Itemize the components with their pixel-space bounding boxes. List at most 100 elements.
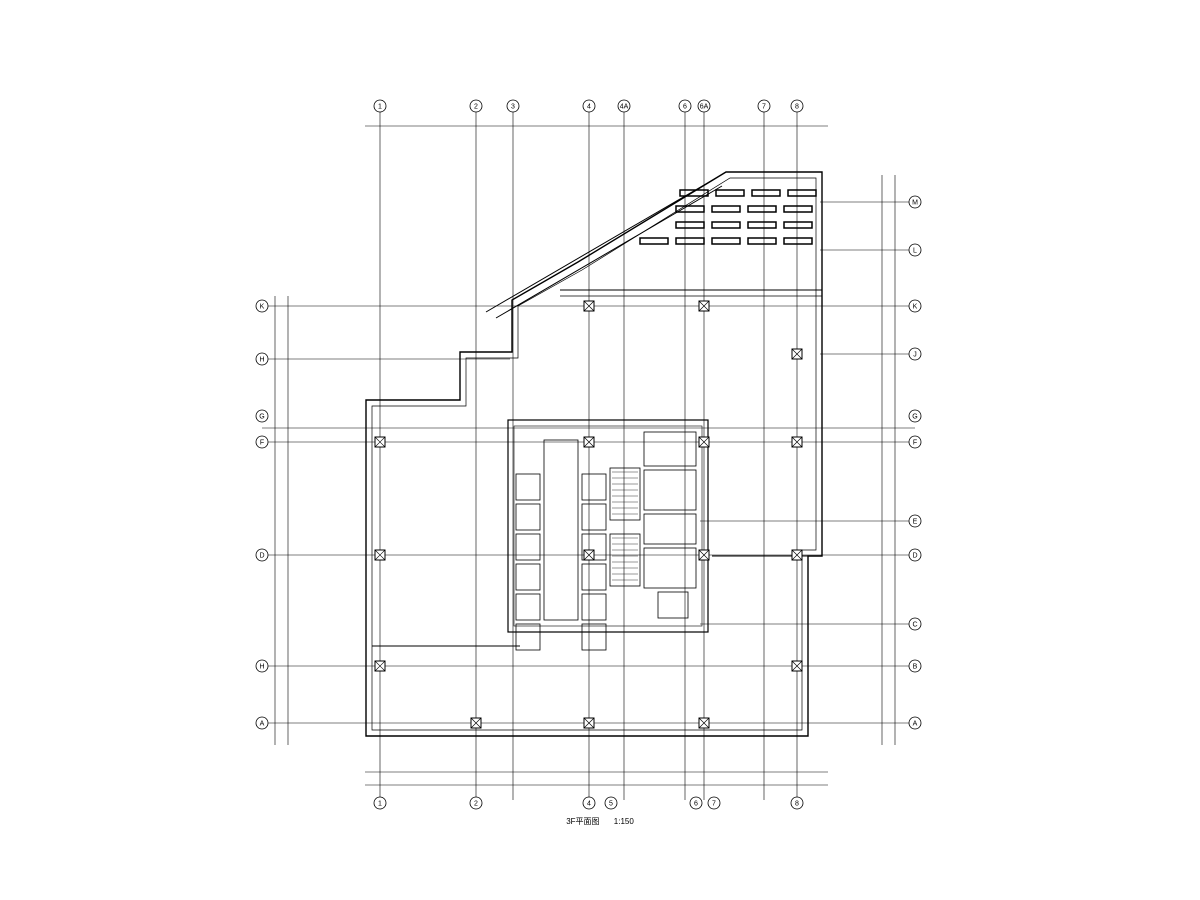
- grid-bubble-top-2-circle: [506, 99, 520, 113]
- grid-lines: [262, 112, 915, 800]
- grid-bubble-left-0-label: K: [260, 304, 265, 311]
- terrace-planter-6: [747, 205, 777, 213]
- grid-bubble-left-0-circle: [255, 299, 269, 313]
- grid-bubble-bottom-2-label: 4: [587, 801, 591, 808]
- drawing-scale: 1:150: [613, 817, 634, 826]
- terrace-planter-2: [751, 189, 781, 197]
- column-x2-0: [374, 436, 386, 448]
- terrace-planter-11: [783, 221, 813, 229]
- column-x2-9: [791, 348, 803, 360]
- grid-bubble-bottom-3-circle: [604, 796, 618, 810]
- column-x2-12: [583, 436, 595, 448]
- terrace-planter-8: [675, 221, 705, 229]
- grid-bubble-right-2-label: K: [913, 304, 918, 311]
- shaft-left-3: [515, 563, 541, 591]
- room-ne: [643, 431, 697, 467]
- column-x2-2: [374, 660, 386, 672]
- grid-bubble-left-1-label: H: [259, 357, 264, 364]
- grid-bubble-bottom-1-circle: [469, 796, 483, 810]
- grid-bubble-top-0-label: 1: [378, 104, 382, 111]
- grid-bubble-top-7-label: 7: [762, 104, 766, 111]
- shaft-mid-1: [581, 503, 607, 531]
- service-core: [507, 419, 709, 651]
- grid-bubble-right-10-circle: [908, 716, 922, 730]
- terrace-planter-1: [715, 189, 745, 197]
- shaft-mid-0: [581, 473, 607, 501]
- grid-bubble-right-4-label: G: [912, 414, 917, 421]
- grid-bubble-top-5-label: 6: [683, 104, 687, 111]
- structural-columns: [374, 300, 803, 729]
- terrace-planter-5: [711, 205, 741, 213]
- column-x2-3: [470, 717, 482, 729]
- column-x2-8: [791, 436, 803, 448]
- grid-bubble-bottom-1-label: 2: [474, 801, 478, 808]
- grid-bubble-right-6-circle: [908, 514, 922, 528]
- grid-bubble-right-0-label: M: [912, 200, 918, 207]
- terrace-planter-3: [787, 189, 817, 197]
- column-x2-6: [791, 660, 803, 672]
- core-inner-wall: [513, 425, 703, 627]
- shaft-mid-3: [581, 563, 607, 591]
- grid-bubble-top-5-circle: [678, 99, 692, 113]
- shaft-left-0: [515, 473, 541, 501]
- room-e1: [643, 469, 697, 511]
- grid-bubble-right-7-label: D: [912, 553, 917, 560]
- grid-bubble-bottom-0-label: 1: [378, 801, 382, 808]
- terrace-planter-13: [675, 237, 705, 245]
- grid-bubble-top-1-label: 2: [474, 104, 478, 111]
- grid-bubble-right-5-circle: [908, 435, 922, 449]
- grid-bubble-right-9-label: B: [913, 664, 918, 671]
- grid-bubble-left-4-label: D: [259, 553, 264, 560]
- drawing-title: 3F平面图: [566, 817, 600, 826]
- toilet-area: [643, 513, 697, 545]
- grid-bubble-right-10-label: A: [913, 721, 918, 728]
- grid-bubble-top-7-circle: [757, 99, 771, 113]
- shaft-left-2: [515, 533, 541, 561]
- grid-bubble-left-5-circle: [255, 659, 269, 673]
- grid-bubble-top-8-circle: [790, 99, 804, 113]
- grid-bubble-left-6-circle: [255, 716, 269, 730]
- grid-bubble-left-6-label: A: [260, 721, 265, 728]
- grid-bubble-right-9-circle: [908, 659, 922, 673]
- room-se: [657, 591, 689, 619]
- grid-bubble-top-8-label: 8: [795, 104, 799, 111]
- column-x2-7: [791, 549, 803, 561]
- plan-structure: [365, 171, 823, 737]
- grid-bubble-left-2-circle: [255, 409, 269, 423]
- grid-bubble-bottom-4-circle: [689, 796, 703, 810]
- grid-bubble-bottom-5-label: 7: [712, 801, 716, 808]
- grid-bubble-bottom-6-circle: [790, 796, 804, 810]
- grid-bubble-bottom-4-label: 6: [694, 801, 698, 808]
- grid-bubble-right-0-circle: [908, 195, 922, 209]
- grid-bubble-top-4-circle: [617, 99, 631, 113]
- grid-bubble-left-5-label: H: [259, 664, 264, 671]
- grid-bubble-bottom-5-circle: [707, 796, 721, 810]
- terrace-planter-15: [747, 237, 777, 245]
- column-x2-5: [698, 717, 710, 729]
- column-x2-11: [698, 300, 710, 312]
- grid-bubble-right-7-circle: [908, 548, 922, 562]
- column-x2-14: [583, 549, 595, 561]
- grid-bubble-right-8-label: C: [912, 622, 917, 629]
- terrace-planter-12: [639, 237, 669, 245]
- grid-bubble-right-3-label: J: [913, 352, 917, 359]
- grid-bubble-top-3-label: 4: [587, 104, 591, 111]
- terrace-planter-10: [747, 221, 777, 229]
- grid-bubble-top-2-label: 3: [511, 104, 515, 111]
- grid-bubble-top-1-circle: [469, 99, 483, 113]
- terrace-planter-0: [679, 189, 709, 197]
- column-x2-10: [583, 300, 595, 312]
- room-e2: [643, 547, 697, 589]
- terrace-planter-9: [711, 221, 741, 229]
- shaft-left-4: [515, 593, 541, 621]
- shaft-left-1: [515, 503, 541, 531]
- exterior-wall: [365, 171, 823, 737]
- grid-bubble-top-6-circle: [697, 99, 711, 113]
- terrace-planter-16: [783, 237, 813, 245]
- stair-north: [609, 467, 641, 521]
- grid-bubble-right-1-circle: [908, 243, 922, 257]
- grid-bubble-top-3-circle: [582, 99, 596, 113]
- shaft-left-5: [515, 623, 541, 651]
- stair-south: [609, 533, 641, 587]
